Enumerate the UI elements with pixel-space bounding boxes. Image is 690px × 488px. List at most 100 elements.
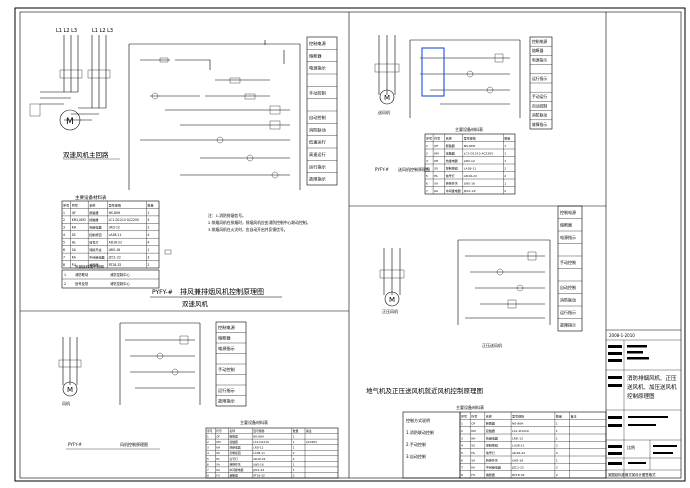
control-label: 故障指示 bbox=[560, 322, 576, 328]
table-header-cell: 型号规格 bbox=[512, 413, 524, 418]
inner-border bbox=[19, 11, 682, 479]
table-cell: LA38-11 bbox=[512, 444, 525, 448]
control-circuit bbox=[409, 39, 521, 118]
control-circuit bbox=[457, 239, 551, 325]
table-cell: 断路器 bbox=[446, 143, 455, 148]
control-label: 自动控制 bbox=[309, 114, 326, 121]
control-label: 电源指示 bbox=[560, 234, 576, 240]
motor-symbol bbox=[59, 109, 81, 131]
table-cell: 3 bbox=[207, 446, 209, 450]
table-cell: JZC1-22 bbox=[463, 189, 476, 193]
control-label: 手动控制 bbox=[560, 259, 576, 265]
table-cell: 控制按钮 bbox=[446, 165, 458, 170]
table-cell: 2 bbox=[504, 189, 506, 193]
table-cell: NS-80H bbox=[253, 435, 264, 439]
table-cell: AC220V bbox=[306, 440, 317, 444]
panel-code: PYFY-# bbox=[68, 442, 82, 447]
table-cell: 接触器 bbox=[486, 428, 495, 433]
table-cell: 2 bbox=[556, 451, 558, 455]
spec-line: 控制方式说明 bbox=[406, 417, 430, 423]
table-cell: 信号灯 bbox=[229, 457, 238, 461]
control-label: 控制电源 bbox=[309, 40, 327, 47]
table-header-cell: 型号规格 bbox=[109, 202, 122, 207]
table-cell: 7 bbox=[426, 189, 428, 193]
table-header-cell: 型号规格 bbox=[253, 429, 264, 433]
title-block-drawing-name: 消防排烟风机、正压 送风机、加压送风机 控制原理图 bbox=[627, 374, 678, 400]
table-cell: LRD-12 bbox=[512, 436, 523, 440]
table-cell: 1 bbox=[504, 159, 506, 163]
table-cell: 3 bbox=[461, 436, 463, 440]
table-cell: SS bbox=[434, 166, 438, 170]
control-circuit bbox=[128, 40, 301, 190]
table-cell: 转换开关 bbox=[89, 247, 101, 252]
table-cell: LW5-16 bbox=[253, 462, 264, 466]
table-cell: 接触器 bbox=[446, 150, 455, 155]
control-label: 故障指示 bbox=[218, 397, 235, 404]
table-cell: KM bbox=[471, 429, 476, 433]
table-cell: KA bbox=[471, 466, 476, 470]
control-label: 自动控制 bbox=[532, 103, 547, 108]
table-cell: 中间继电器 bbox=[486, 465, 501, 470]
table-cell: HL bbox=[72, 241, 76, 245]
table-cell: LA38-11 bbox=[464, 166, 477, 170]
table-cell: SS bbox=[216, 451, 220, 455]
table-cell: JZC1-22 bbox=[511, 466, 524, 470]
control-label: 熔断器 bbox=[532, 48, 544, 53]
table-cell: RT18-32 bbox=[109, 263, 122, 267]
table-cell: 3 bbox=[147, 255, 149, 259]
table-cell: 1 bbox=[461, 422, 463, 426]
table-cell: KA bbox=[72, 255, 77, 259]
table-cell: 转换开关 bbox=[446, 180, 458, 185]
table-cell: QF bbox=[216, 435, 220, 439]
table-header-cell: 型号规格 bbox=[464, 135, 476, 140]
table-cell: LRD-12 bbox=[253, 446, 263, 450]
table-cell: 中间继电器 bbox=[446, 188, 461, 193]
control-label: 故障指示 bbox=[532, 122, 547, 127]
table-cell: 5 bbox=[63, 241, 65, 245]
table-header-cell: 备注 bbox=[571, 413, 577, 418]
table-cell: 4 bbox=[147, 241, 149, 245]
table-cell: 4 bbox=[207, 451, 209, 455]
table-cell: 8 bbox=[461, 473, 463, 477]
svg-text:M: M bbox=[384, 94, 390, 102]
table-cell: 3 bbox=[426, 159, 428, 163]
table-cell: 6 bbox=[63, 248, 65, 252]
table-cell: 4 bbox=[426, 166, 428, 170]
panel-long-title: 地气机及正压送风机就近风机控制原理图 bbox=[366, 386, 483, 395]
control-label: 手动运行 bbox=[532, 94, 547, 99]
title-block: 2008-1-2010 消防排烟风机、正压 送风机、加压送风机 控制原理图 比例… bbox=[606, 329, 681, 478]
table-cell: 2 bbox=[556, 473, 558, 477]
table-cell: 1 bbox=[504, 151, 506, 155]
table-cell: 3 bbox=[63, 226, 65, 230]
table-cell: 7 bbox=[63, 255, 65, 259]
panel-title: 送风机控制原理图 bbox=[398, 166, 430, 172]
table-cell: 1 bbox=[64, 273, 66, 277]
control-label: 故障指示 bbox=[309, 176, 326, 183]
table-cell: 转换开关 bbox=[229, 462, 240, 466]
table-cell: 8 bbox=[63, 263, 65, 267]
table-cell: HL bbox=[216, 457, 220, 461]
panel-code: PYFY-# bbox=[152, 289, 173, 296]
table-cell: 1 bbox=[556, 422, 558, 426]
svg-text:M: M bbox=[67, 386, 73, 394]
table-cell: JZC1-22 bbox=[252, 468, 264, 472]
table-cell: 消防联动 bbox=[75, 272, 89, 277]
table-cell: 热继电器 bbox=[486, 435, 498, 440]
title-block-footer: 某图纸标准格式某设计图签格式 bbox=[608, 472, 656, 477]
panel-caption: 正压送风机 bbox=[482, 342, 502, 348]
table-cell: 2 bbox=[293, 473, 295, 477]
panel-bottom-right: 主要设备材料表 控制方式说明1.消防联动控制2.手动控制3.自动控制 序号符号名… bbox=[402, 404, 607, 479]
table-header-cell: 数量 bbox=[504, 135, 510, 140]
table-cell: 1 bbox=[293, 435, 295, 439]
table-cell: 信号反馈 bbox=[75, 281, 89, 286]
